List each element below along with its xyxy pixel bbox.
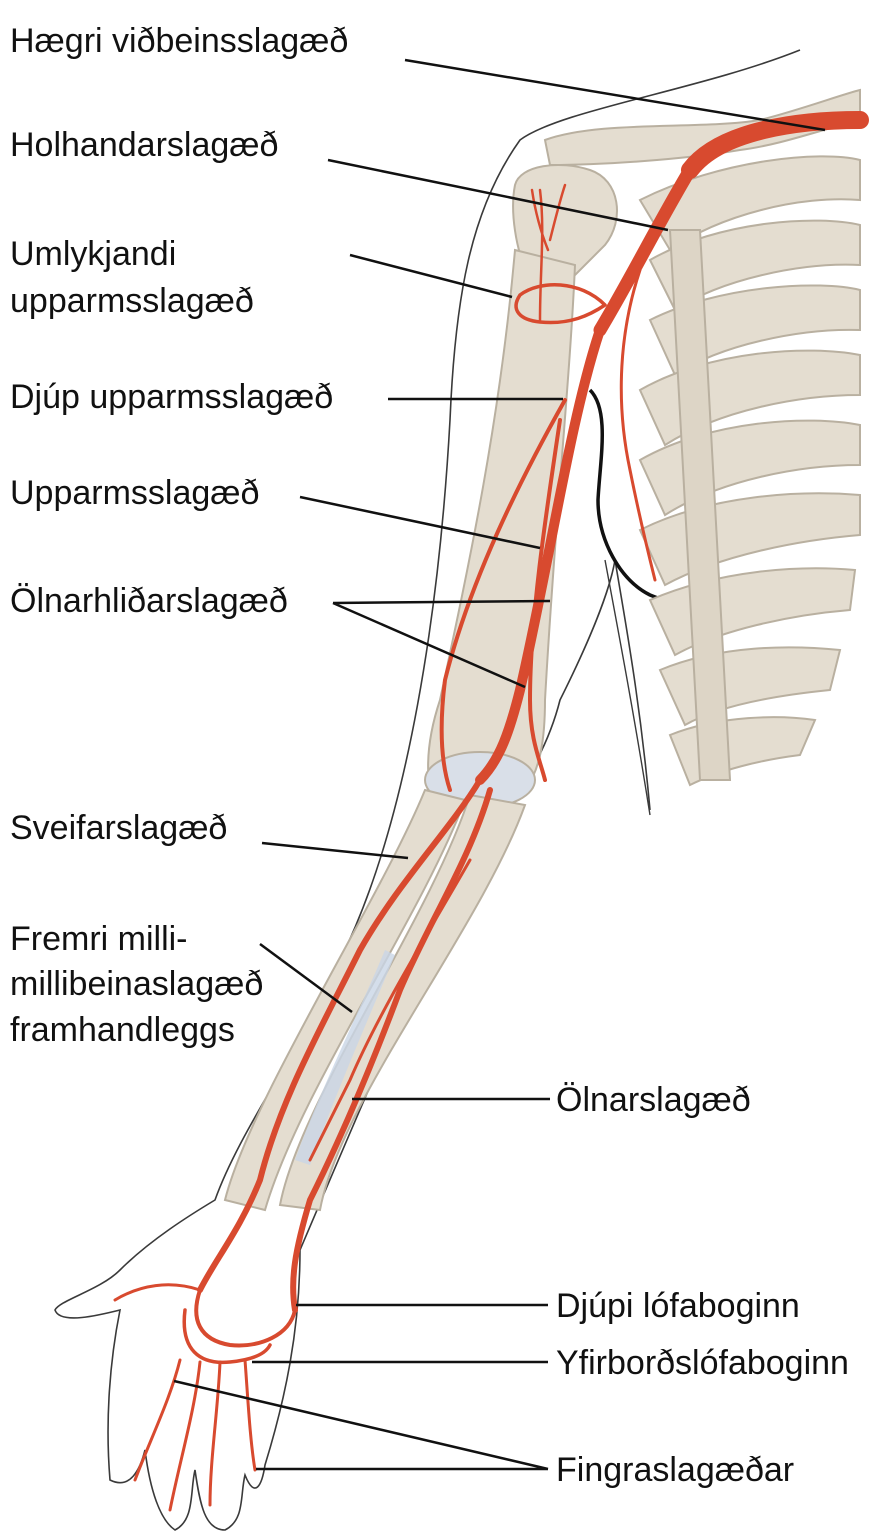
leader-brachial [299, 495, 541, 550]
label-interosseous-line1: Fremri milli- [10, 920, 188, 958]
digital-artery-4 [243, 1358, 257, 1472]
superficial-palmar-arch [182, 1308, 272, 1365]
radial-artery [197, 777, 483, 1293]
arteries [113, 111, 869, 1512]
circumflex-artery [514, 283, 607, 325]
digital-artery-1 [133, 1358, 182, 1482]
leader-radial [261, 841, 409, 860]
leader-interosseous [259, 942, 353, 1014]
label-right-subclavian-artery: Hægri viðbeinsslagæð [10, 22, 349, 60]
label-circumflex-line1: Umlykjandi [10, 235, 177, 273]
torso-outline [604, 559, 651, 816]
deep-brachial-artery [439, 398, 567, 792]
ribcage [638, 155, 861, 787]
thumb-artery [113, 1283, 202, 1302]
ulna-bone [278, 793, 527, 1212]
label-brachial-artery: Upparmsslagæð [10, 474, 260, 512]
deep-palmar-arch [194, 1288, 297, 1348]
thoracic-branch [619, 268, 657, 582]
digital-artery-2 [168, 1360, 202, 1512]
label-superficial-palmar-arch: Yfirborðslófaboginn [556, 1344, 849, 1382]
label-deep-brachial-artery: Djúp upparmsslagæð [10, 378, 334, 416]
label-circumflex-line2: upparmsslagæð [10, 282, 254, 320]
label-interosseous-line2: millibeinaslagæð [10, 965, 264, 1003]
ulnar-artery [290, 787, 493, 1313]
leader-lines [173, 58, 826, 1471]
leader-right-subclavian [404, 58, 826, 132]
axillary-artery [593, 163, 697, 337]
label-interosseous-line3: framhandleggs [10, 1011, 235, 1049]
label-ulnar-artery: Ölnarslagæð [556, 1081, 751, 1119]
label-axillary-artery: Holhandarslagæð [10, 126, 279, 164]
label-radial-artery: Sveifarslagæð [10, 809, 228, 847]
label-digital-arteries: Fingraslagæðar [556, 1451, 795, 1489]
leader-axillary [327, 158, 669, 232]
digital-artery-3 [208, 1360, 222, 1507]
interosseous-membrane [295, 950, 395, 1165]
label-ulnar-collateral-artery: Ölnarhliðarslagæð [10, 582, 288, 620]
subclavian-artery [681, 111, 869, 179]
leader-circumflex [349, 253, 513, 299]
interosseous-artery [308, 858, 472, 1162]
label-deep-palmar-arch: Djúpi lófaboginn [556, 1287, 800, 1325]
leader-digital [173, 1379, 549, 1471]
leader-ulnar-collateral [332, 599, 551, 689]
collateral-artery [527, 418, 562, 782]
